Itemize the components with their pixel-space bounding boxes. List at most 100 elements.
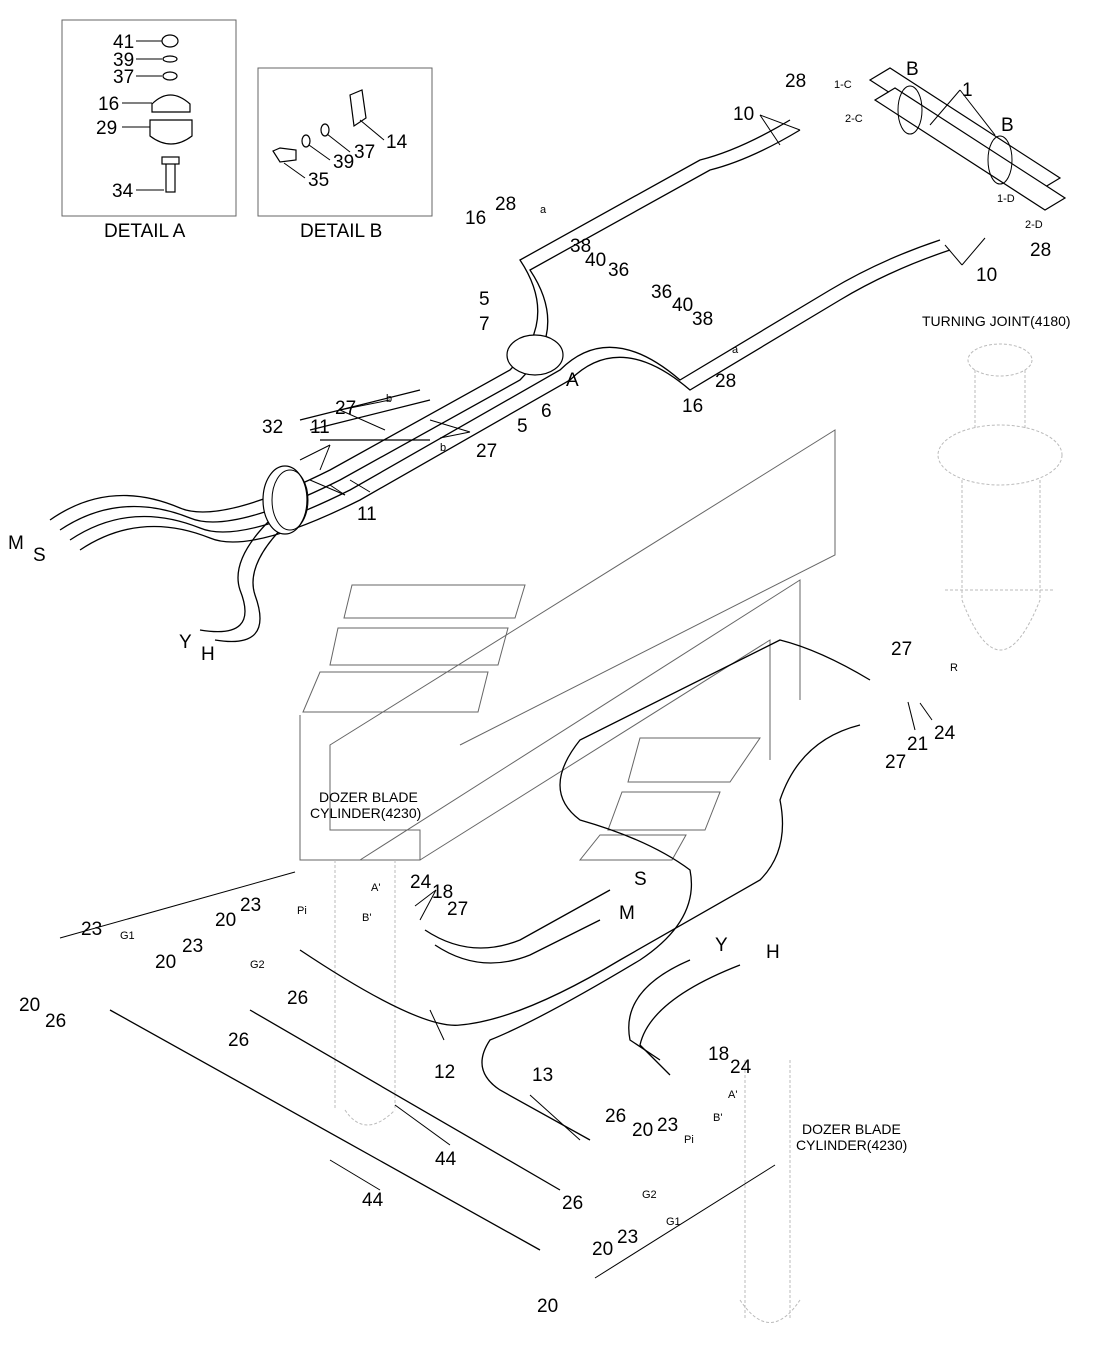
line-end-label: M (619, 903, 635, 924)
port-label: b (386, 393, 392, 405)
line-end-label: Y (715, 935, 728, 956)
section-marker-b: B (1001, 115, 1014, 136)
line-end-labels: M S Y H S M Y H (8, 533, 780, 963)
detail-a-frame (61, 19, 237, 217)
detail-b-frame (257, 67, 433, 217)
callout-27: 27 (335, 398, 356, 419)
callout-6: 6 (541, 401, 552, 422)
lower-pipes (109, 639, 871, 1251)
callout-36: 36 (651, 282, 672, 303)
section-a-marker-shape (506, 334, 564, 376)
port-label: A' (728, 1089, 737, 1101)
turning-joint-ghost (937, 343, 1063, 651)
callout-40: 40 (672, 295, 693, 316)
cylinder-label-line2: CYLINDER(4230) (796, 1137, 907, 1153)
port-label: G2 (250, 959, 265, 971)
port-label: 1-C (834, 79, 852, 91)
line-end-label: S (33, 545, 46, 566)
cylinder-label-line1: DOZER BLADE (802, 1121, 901, 1137)
turning-joint-label: TURNING JOINT(4180) (922, 313, 1071, 329)
port-label: G1 (666, 1216, 681, 1228)
line-end-label: H (201, 644, 215, 665)
port-label: 2-D (1025, 219, 1043, 231)
frame-ghost (299, 429, 836, 861)
callout-10: 10 (733, 104, 754, 125)
callout-1: 1 (962, 80, 973, 101)
callout-7: 7 (479, 314, 490, 335)
callout-20: 20 (592, 1239, 613, 1260)
callout-41: 41 (113, 32, 134, 53)
line-end-label: Y (179, 632, 192, 653)
port-labels: 1-C 2-C 1-D 2-D a a b b R Pi Pi G1 G1 G2… (120, 79, 1043, 1228)
detail-a-caption: DETAIL A (104, 221, 186, 242)
callout-28: 28 (495, 194, 516, 215)
bolt-part (165, 161, 176, 193)
callout-23: 23 (81, 919, 102, 940)
callout-21: 21 (907, 734, 928, 755)
callout-26: 26 (562, 1193, 583, 1214)
callout-28: 28 (785, 71, 806, 92)
callout-40: 40 (585, 250, 606, 271)
detail-b-panel: 14 37 39 35 DETAIL B (257, 67, 433, 242)
port-label: Pi (297, 905, 307, 917)
callout-34: 34 (112, 181, 134, 202)
callout-23: 23 (182, 936, 203, 957)
spring-washer-part (162, 71, 178, 81)
port-label: a (732, 344, 739, 356)
line-end-label: M (8, 533, 24, 554)
callout-38: 38 (570, 236, 591, 257)
callout-26: 26 (287, 988, 308, 1009)
section-marker-a: A (566, 370, 579, 391)
callout-20: 20 (155, 952, 176, 973)
callout-27: 27 (891, 639, 912, 660)
bolt-part (272, 147, 297, 163)
line-end-label: H (766, 942, 780, 963)
callout-10: 10 (976, 265, 997, 286)
callout-5: 5 (517, 416, 528, 437)
spring-washer-part (301, 134, 311, 148)
callout-11: 11 (357, 504, 377, 525)
callout-24: 24 (410, 872, 432, 893)
callout-12: 12 (434, 1062, 455, 1083)
callout-13: 13 (532, 1065, 553, 1086)
port-label: b (440, 442, 446, 454)
callout-20: 20 (632, 1120, 653, 1141)
upper-pipes (49, 118, 951, 643)
port-label: B' (713, 1112, 722, 1124)
callout-23: 23 (657, 1115, 678, 1136)
callout-37: 37 (113, 67, 134, 88)
callout-44: 44 (435, 1149, 457, 1170)
leader-lines (59, 89, 996, 1279)
callout-27: 27 (885, 752, 906, 773)
clamp-upper-part (151, 94, 191, 113)
callout-26: 26 (45, 1011, 66, 1032)
clamp-lower-part (149, 119, 193, 145)
callout-28: 28 (715, 371, 736, 392)
callout-26: 26 (605, 1106, 626, 1127)
port-label: Pi (684, 1134, 694, 1146)
callout-28: 28 (1030, 240, 1051, 261)
callout-36: 36 (608, 260, 629, 281)
callout-39: 39 (113, 50, 134, 71)
callout-20: 20 (537, 1296, 558, 1317)
bracket-part (349, 89, 367, 128)
callout-23: 23 (617, 1227, 638, 1248)
callout-27: 27 (447, 899, 468, 920)
callout-44: 44 (362, 1190, 384, 1211)
callout-37: 37 (354, 142, 375, 163)
callout-23: 23 (240, 895, 261, 916)
line-end-label: S (634, 869, 647, 890)
port-label: R (950, 662, 958, 674)
port-label: a (540, 204, 547, 216)
callout-20: 20 (19, 995, 40, 1016)
section-marker-b: B (906, 59, 919, 80)
swivel-manifold (868, 67, 1067, 211)
washer-part (162, 55, 178, 63)
callout-5: 5 (479, 289, 490, 310)
cylinder-label-line1: DOZER BLADE (319, 789, 418, 805)
port-label: 1-D (997, 193, 1015, 205)
callout-32: 32 (262, 417, 283, 438)
detail-b-caption: DETAIL B (300, 221, 382, 242)
section-markers: A B B (566, 59, 1014, 391)
